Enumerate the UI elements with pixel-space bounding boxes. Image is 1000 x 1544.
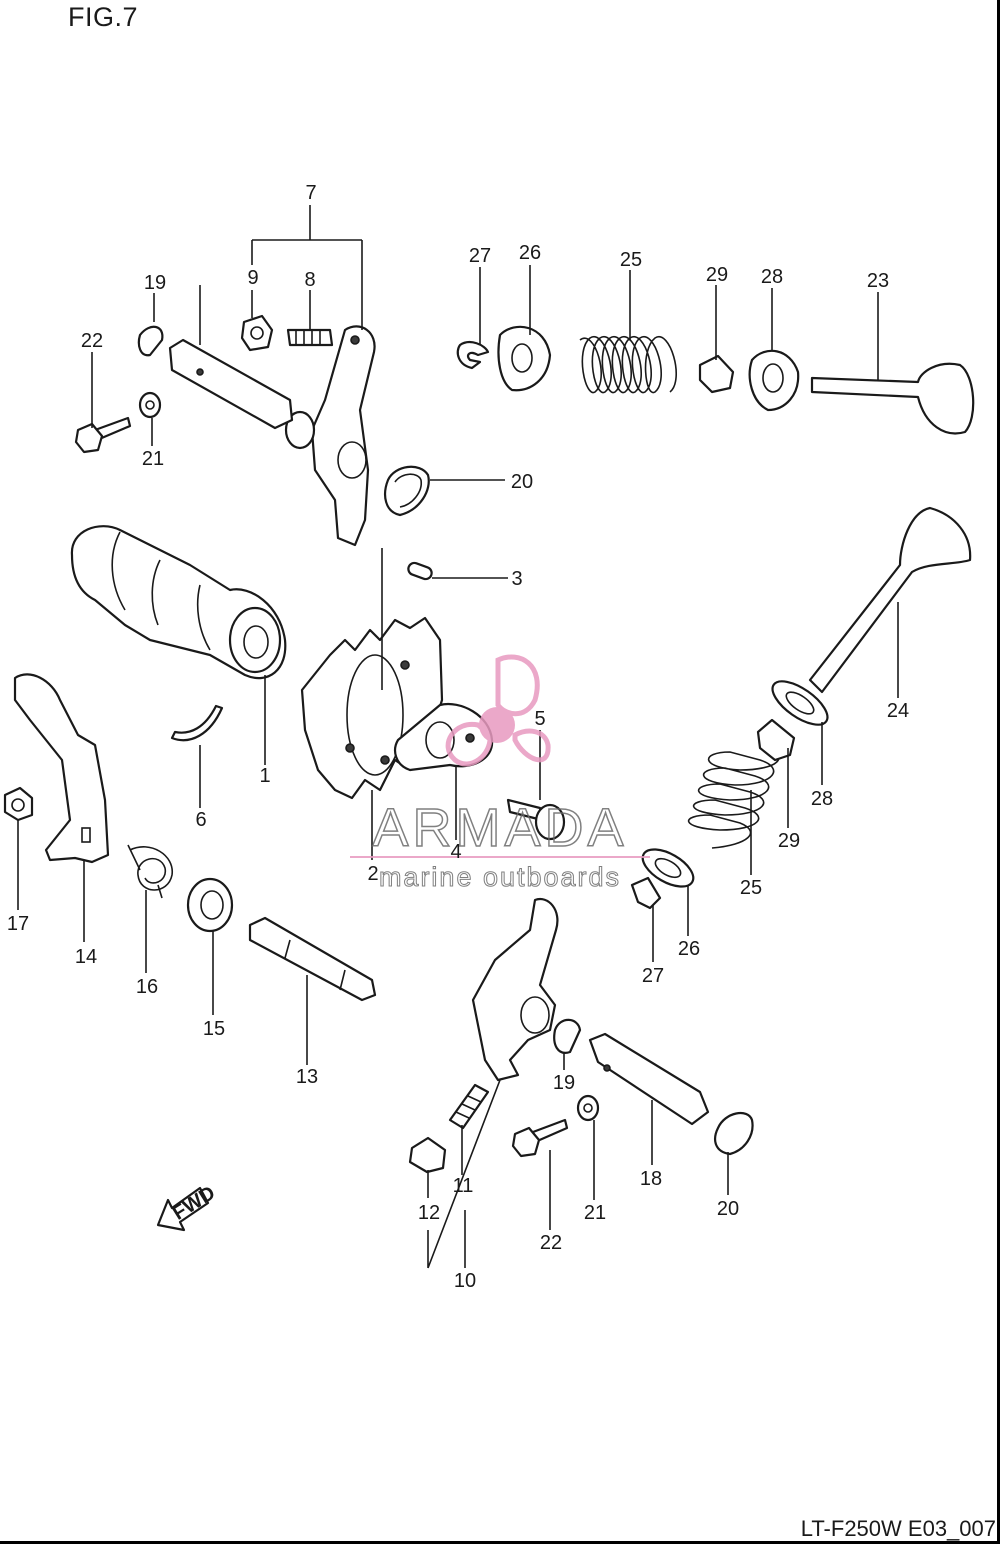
callout-20-lower: 20 bbox=[717, 1198, 739, 1220]
callout-27-upper: 27 bbox=[469, 245, 491, 267]
callout-22-upper: 22 bbox=[81, 330, 103, 352]
fwd-direction-arrow: FWD bbox=[156, 1182, 219, 1232]
stem-seal-lower-part bbox=[756, 718, 796, 762]
brand-watermark: ARMADA marine outboards bbox=[350, 654, 650, 893]
spring-seat-upper-part bbox=[748, 349, 800, 412]
cam-sprocket-part bbox=[300, 616, 444, 800]
callout-25-lower: 25 bbox=[740, 877, 762, 899]
torsion-spring-part bbox=[127, 844, 173, 899]
watermark-brand: ARMADA bbox=[372, 798, 627, 858]
retainer-upper-part bbox=[497, 325, 552, 392]
intake-valve-part bbox=[810, 362, 975, 435]
callout-15: 15 bbox=[203, 1018, 225, 1040]
shaft-part bbox=[248, 916, 377, 1002]
callout-4: 4 bbox=[450, 841, 461, 863]
callout-16: 16 bbox=[136, 976, 158, 998]
callout-2: 2 bbox=[367, 863, 378, 885]
callout-1: 1 bbox=[259, 765, 270, 787]
callout-14: 14 bbox=[75, 946, 97, 968]
callout-28-upper: 28 bbox=[761, 266, 783, 288]
callout-5: 5 bbox=[534, 708, 545, 730]
callout-19-lower: 19 bbox=[553, 1072, 575, 1094]
bolt-upper-part bbox=[74, 416, 132, 454]
rocker-arm-lower-part bbox=[471, 897, 559, 1082]
fwd-label: FWD bbox=[169, 1182, 219, 1225]
rocker-arm-upper-part bbox=[284, 325, 376, 547]
callout-26-lower: 26 bbox=[678, 938, 700, 960]
spring-seat-lower-part bbox=[771, 680, 829, 726]
washer-upper-part bbox=[138, 391, 162, 419]
cotter-lower-part bbox=[630, 876, 662, 910]
callout-27-lower: 27 bbox=[642, 965, 664, 987]
callout-12: 12 bbox=[418, 1202, 440, 1224]
rocker-shaft-upper-part bbox=[168, 338, 294, 430]
washer-lower-part bbox=[576, 1094, 600, 1122]
adjusting-screw-upper-part bbox=[286, 328, 334, 347]
pin-part bbox=[407, 561, 433, 581]
oil-seal-part bbox=[186, 877, 234, 933]
callout-9: 9 bbox=[247, 267, 258, 289]
rocker-shaft-lower-part bbox=[588, 1032, 710, 1126]
valve-spring-upper-part bbox=[579, 335, 678, 393]
drawing-code: LT-F250W E03_007 bbox=[800, 1516, 996, 1541]
callout-20-upper: 20 bbox=[511, 471, 533, 493]
leader-lines bbox=[17, 205, 899, 1269]
nut-lower-part bbox=[408, 1136, 447, 1174]
propeller-logo-icon bbox=[445, 654, 551, 767]
callout-21-upper: 21 bbox=[142, 448, 164, 470]
retainer-lower-part bbox=[641, 848, 695, 888]
cotter-upper-part bbox=[456, 341, 490, 370]
frame-edge-right bbox=[997, 0, 1000, 1544]
callout-17: 17 bbox=[7, 913, 29, 935]
valve-spring-lower-part bbox=[687, 749, 780, 849]
gasket-upper-part bbox=[384, 465, 430, 517]
bolt-part bbox=[506, 798, 566, 841]
callout-29-lower: 29 bbox=[778, 830, 800, 852]
callout-7: 7 bbox=[305, 182, 316, 204]
callout-26-upper: 26 bbox=[519, 242, 541, 264]
o-ring-upper-part bbox=[137, 325, 164, 357]
frame-edge-bottom bbox=[0, 1541, 1000, 1544]
callout-3: 3 bbox=[511, 568, 522, 590]
callout-29-upper: 29 bbox=[706, 264, 728, 286]
callout-6: 6 bbox=[195, 809, 206, 831]
stem-seal-upper-part bbox=[698, 354, 735, 394]
callout-19-upper: 19 bbox=[144, 272, 166, 294]
exhaust-valve-part bbox=[808, 506, 972, 694]
bolt-lower-part bbox=[511, 1118, 569, 1158]
o-ring-lower-part bbox=[553, 1018, 582, 1054]
callout-25-upper: 25 bbox=[620, 249, 642, 271]
gasket-lower-part bbox=[714, 1111, 754, 1156]
callout-8: 8 bbox=[304, 269, 315, 291]
nut-upper-part bbox=[240, 314, 274, 352]
callout-21-lower: 21 bbox=[584, 1202, 606, 1224]
figure-title: FIG.7 bbox=[68, 2, 139, 32]
camshaft-part bbox=[70, 525, 287, 680]
callout-10: 10 bbox=[454, 1270, 476, 1292]
callout-18: 18 bbox=[640, 1168, 662, 1190]
callout-28-lower: 28 bbox=[811, 788, 833, 810]
adjusting-screw-lower-part bbox=[448, 1083, 490, 1130]
watermark-tagline: marine outboards bbox=[379, 862, 621, 892]
decomp-plate-part bbox=[394, 702, 494, 772]
lever-part bbox=[13, 673, 110, 864]
callout-23: 23 bbox=[867, 270, 889, 292]
key-part bbox=[170, 704, 224, 742]
callout-numbers: 1 2 3 4 5 6 7 8 9 10 11 12 13 14 15 16 1… bbox=[7, 182, 909, 1292]
flange-nut-part bbox=[3, 786, 34, 822]
callout-22-lower: 22 bbox=[540, 1232, 562, 1254]
callout-11: 11 bbox=[453, 1175, 474, 1197]
callout-13: 13 bbox=[296, 1066, 318, 1088]
callout-24: 24 bbox=[887, 700, 909, 722]
